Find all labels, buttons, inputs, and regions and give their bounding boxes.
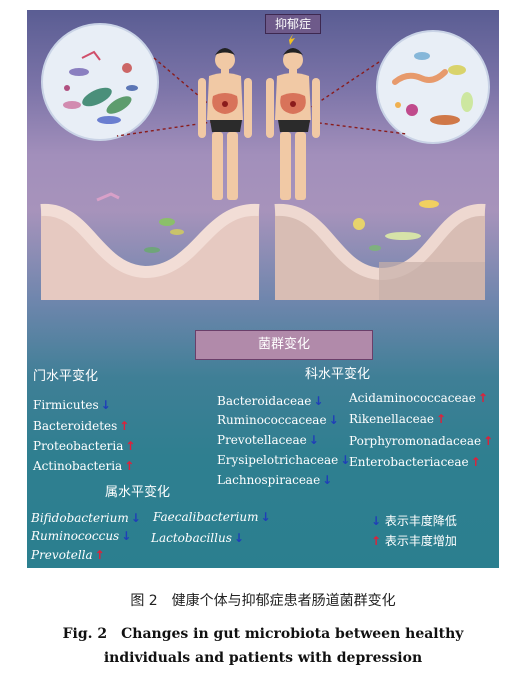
genus-col2-item-2: Lactobacillus↓ bbox=[151, 531, 244, 545]
healthy-person bbox=[198, 48, 252, 200]
depression-microbiota-bubble bbox=[376, 30, 490, 144]
family-col1-item-2: Ruminococcaceae↓ bbox=[217, 413, 339, 427]
caption-english-line-2: individuals and patients with depression bbox=[103, 650, 423, 666]
phylum-level-heading: 门水平变化 bbox=[33, 369, 99, 384]
healthy-microbiota-bubble bbox=[41, 23, 159, 141]
title-box: 抑郁症 bbox=[265, 14, 321, 34]
patient-person bbox=[266, 34, 320, 200]
family-col1-item-1: Bacteroidaceae↓ bbox=[217, 394, 324, 408]
family-col2-item-4: Enterobacteriaceae↑ bbox=[349, 455, 481, 469]
family-col1-item-5: Lachnospiraceae↓ bbox=[217, 473, 333, 487]
genus-col2-item-1: Faecalibacterium↓ bbox=[153, 510, 271, 524]
genus-col1-item-2: Ruminococcus↓ bbox=[31, 529, 132, 543]
phylum-item-3: Proteobacteria↑ bbox=[33, 439, 136, 453]
family-col1-item-3: Prevotellaceae↓ bbox=[217, 433, 319, 447]
illustration bbox=[40, 23, 490, 300]
figure-panel: 抑郁症 菌群变化 门水平变化 Firmicutes↓ Bacteroidetes… bbox=[27, 10, 499, 568]
connector-arrows bbox=[116, 57, 408, 137]
title-text: 抑郁症 bbox=[274, 17, 311, 31]
legend-up: ↑ 表示丰度增加 bbox=[371, 534, 457, 548]
genus-col1-item-1: Bifidobacterium↓ bbox=[31, 511, 141, 525]
caption-english: Fig. 2 Changes in gut microbiota between… bbox=[0, 622, 526, 670]
family-col2-item-2: Rikenellaceae↑ bbox=[349, 412, 447, 426]
family-level-heading: 科水平变化 bbox=[305, 367, 371, 382]
caption-chinese: 图 2 健康个体与抑郁症患者肠道菌群变化 bbox=[130, 593, 396, 609]
phylum-item-2: Bacteroidetes↑ bbox=[33, 419, 130, 433]
phylum-item-1: Firmicutes↓ bbox=[33, 398, 111, 412]
legend-down: ↓ 表示丰度降低 bbox=[371, 514, 457, 528]
family-col2-item-3: Porphyromonadaceae↑ bbox=[349, 434, 494, 448]
microbiota-change-label: 菌群变化 bbox=[257, 337, 310, 352]
family-col2-item-1: Acidaminococcaceae↑ bbox=[349, 391, 488, 405]
genus-level-heading: 属水平变化 bbox=[105, 485, 171, 500]
phylum-item-4: Actinobacteria↑ bbox=[33, 459, 135, 473]
microbiota-change-box: 菌群变化 bbox=[195, 330, 373, 360]
healthy-intestine bbox=[40, 192, 260, 300]
caption-english-line-1: Fig. 2 Changes in gut microbiota between… bbox=[62, 626, 464, 642]
family-col1-item-4: Erysipelotrichaceae↓ bbox=[217, 453, 351, 467]
genus-col1-item-3: Prevotella↑ bbox=[31, 548, 105, 562]
depression-intestine bbox=[274, 200, 486, 300]
